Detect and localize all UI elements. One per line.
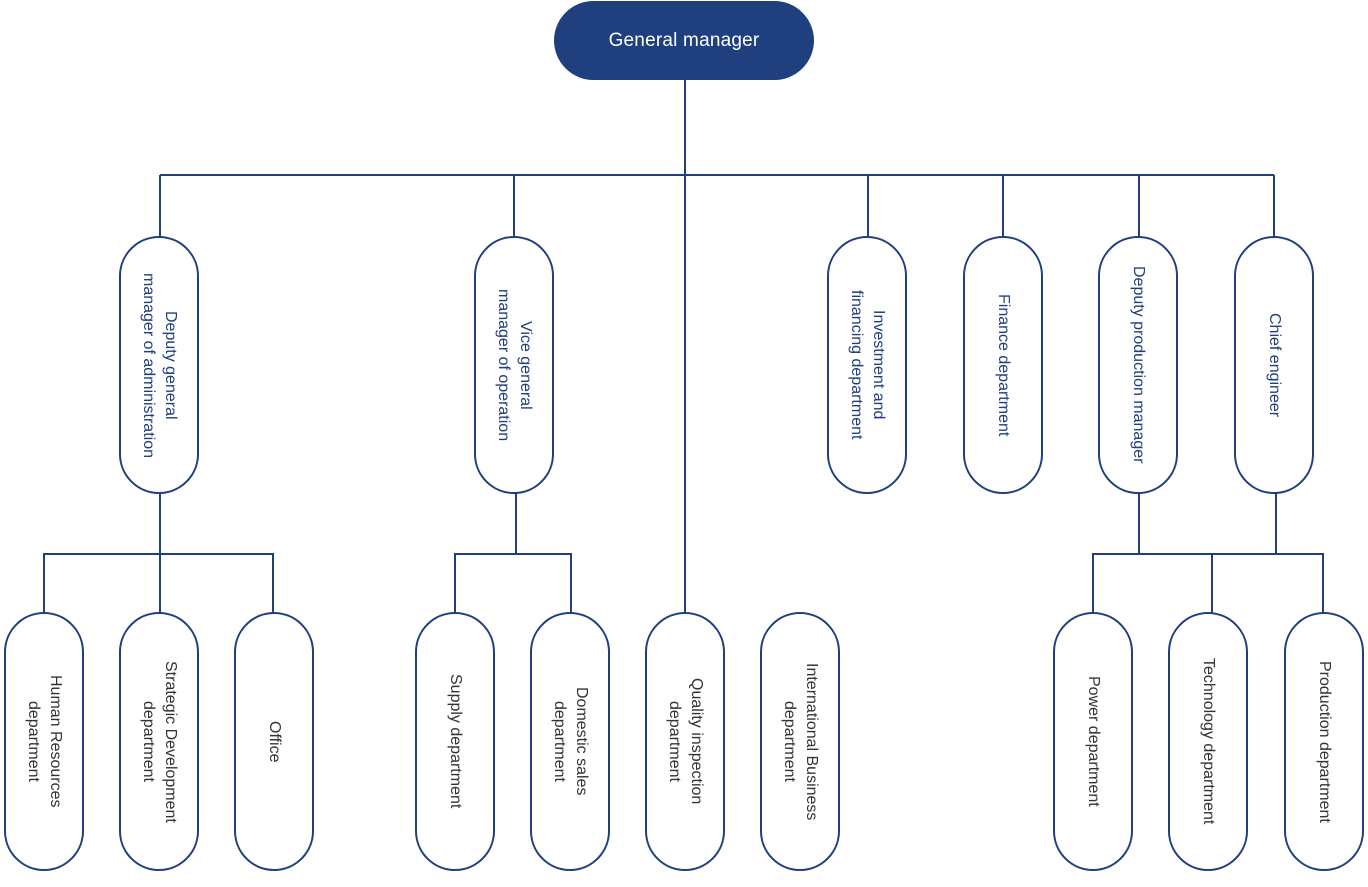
- node-label: Technology department: [1200, 658, 1217, 825]
- node-deputy-general-manager-administration: Deputy general manager of administration: [119, 236, 199, 494]
- node-office: Office: [234, 612, 314, 871]
- node-label: Quality inspection department: [666, 678, 705, 805]
- node-label: Production department: [1316, 660, 1333, 823]
- connector-production-branch: [1092, 493, 1324, 613]
- node-general-manager: General manager: [554, 1, 814, 80]
- node-international-business-department: International Business department: [760, 612, 840, 871]
- node-supply-department: Supply department: [415, 612, 495, 871]
- node-label: Supply department: [447, 674, 464, 809]
- node-label: Chief engineer: [1266, 312, 1283, 418]
- node-general-manager-label: General manager: [608, 29, 760, 51]
- node-power-department: Power department: [1053, 612, 1133, 871]
- node-technology-department: Technology department: [1168, 612, 1248, 871]
- node-human-resources-department: Human Resources department: [4, 612, 84, 871]
- connector-operation-branch: [454, 493, 572, 613]
- node-label: Domestic sales department: [551, 687, 590, 796]
- node-label: Human Resources department: [25, 675, 64, 808]
- node-label: International Business department: [781, 662, 820, 821]
- node-chief-engineer: Chief engineer: [1234, 236, 1314, 494]
- node-label: Strategic Development department: [140, 660, 179, 823]
- node-strategic-development-department: Strategic Development department: [119, 612, 199, 871]
- connector-admin-branch: [43, 493, 274, 613]
- node-label: Office: [266, 720, 283, 763]
- node-label: Deputy general manager of administration: [140, 272, 179, 458]
- node-label: Vice general manager of operation: [495, 288, 534, 442]
- node-deputy-production-manager: Deputy production manager: [1098, 236, 1178, 494]
- node-production-department: Production department: [1284, 612, 1364, 871]
- node-label: Finance department: [995, 293, 1012, 437]
- node-investment-financing-department: Investment and financing department: [827, 236, 907, 494]
- node-vice-general-manager-operation: Vice general manager of operation: [474, 236, 554, 494]
- node-label: Power department: [1085, 676, 1102, 807]
- node-label: Deputy production manager: [1130, 266, 1147, 464]
- node-finance-department: Finance department: [963, 236, 1043, 494]
- node-domestic-sales-department: Domestic sales department: [530, 612, 610, 871]
- node-label: Investment and financing department: [848, 290, 887, 440]
- node-quality-inspection-department: Quality inspection department: [645, 612, 725, 871]
